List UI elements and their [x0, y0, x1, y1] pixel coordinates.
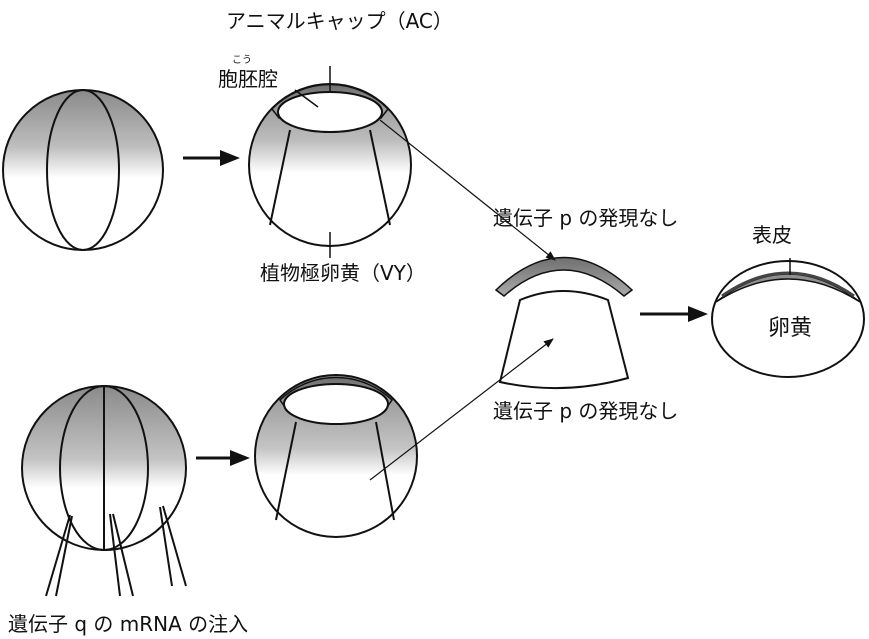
process-arrow — [183, 150, 240, 166]
transfer-arrow-vy — [369, 338, 554, 481]
label-vegetal-yolk: 植物極卵黄（VY） — [260, 261, 426, 285]
embryo-top-left — [2, 89, 164, 251]
label-mrna-injection: 遺伝子 q の mRNA の注入 — [8, 612, 248, 636]
label-gene-p-none-top: 遺伝子 p の発現なし — [493, 206, 678, 230]
embryo-top-middle — [248, 66, 412, 258]
injection-needles — [45, 505, 187, 597]
label-epidermis: 表皮 — [752, 223, 792, 247]
label-blastocoel: 胞胚腔 — [218, 67, 278, 91]
label-yolk: 卵黄 — [768, 316, 812, 341]
embryo-bottom-middle — [254, 374, 418, 538]
label-blastocoel-ruby: こう — [232, 54, 252, 66]
label-animal-cap: アニマルキャップ（AC） — [226, 9, 453, 33]
process-arrow — [640, 306, 708, 322]
process-arrow — [196, 450, 250, 466]
explant-cap-and-yolk — [494, 256, 634, 390]
embryo-bottom-left — [21, 385, 187, 551]
result-epidermis-yolk — [711, 258, 865, 378]
label-gene-p-none-bottom: 遺伝子 p の発現なし — [493, 399, 678, 423]
transfer-arrow-ac — [379, 119, 556, 261]
